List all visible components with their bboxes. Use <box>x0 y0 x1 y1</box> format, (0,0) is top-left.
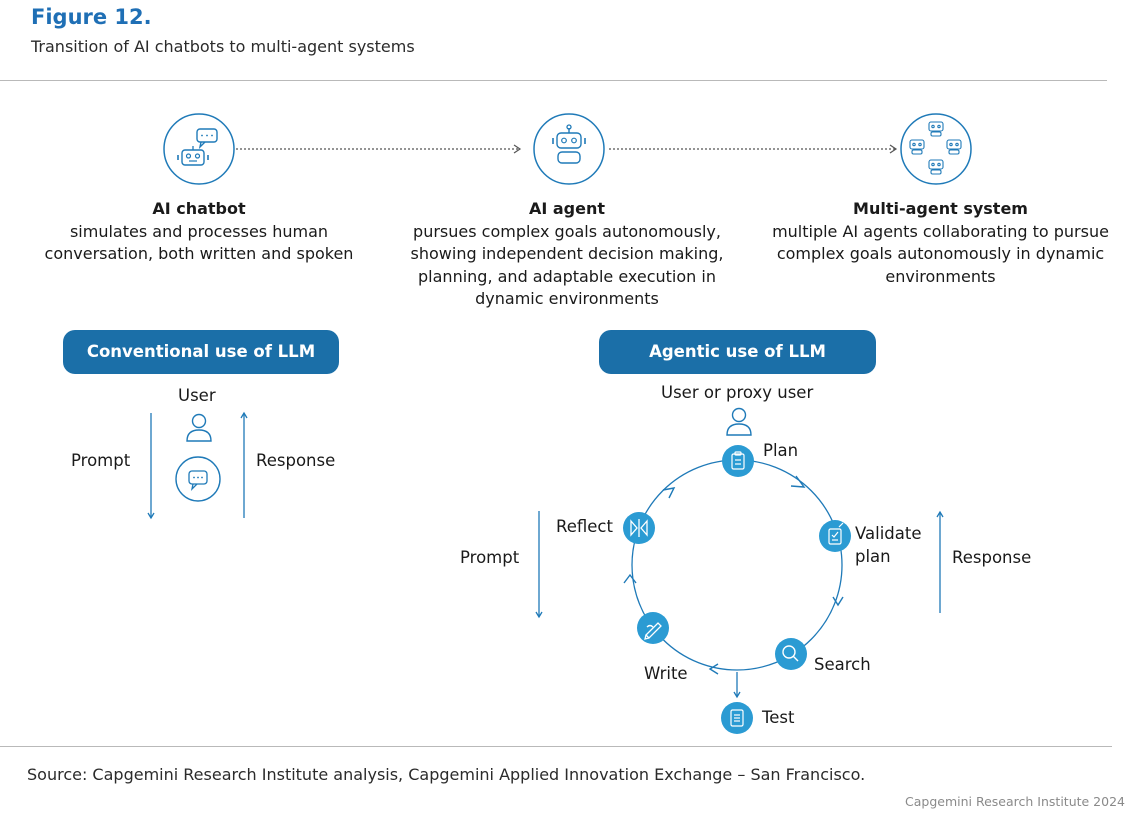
document-icon <box>730 709 744 727</box>
cycle-arrow-4 <box>623 573 637 584</box>
conventional-prompt-label: Prompt <box>71 451 131 470</box>
validate-node <box>819 520 851 552</box>
chat-bubble-icon <box>175 456 221 502</box>
search-node <box>775 638 807 670</box>
conventional-header: Conventional use of LLM <box>63 330 339 374</box>
test-node <box>721 702 753 734</box>
plan-node <box>722 445 754 477</box>
reflect-icon <box>630 519 648 537</box>
cycle-label-validate: Validate plan <box>855 524 922 566</box>
proxy-user-icon <box>726 407 752 436</box>
cycle-label-write: Write <box>644 664 688 683</box>
cycle-label-reflect: Reflect <box>556 517 613 536</box>
stage-agent-title: AI agent <box>528 199 606 218</box>
conventional-response-label: Response <box>256 451 336 470</box>
cycle-arrow-1 <box>790 475 806 488</box>
bottom-divider <box>0 746 1112 747</box>
figure-title: Figure 12. <box>31 5 152 29</box>
stage-multi-agent-title: Multi-agent system <box>853 199 1028 218</box>
stage-chatbot: AI chatbot simulates and processes human… <box>25 198 373 266</box>
user-icon <box>186 413 212 442</box>
top-divider <box>0 80 1107 81</box>
checklist-icon <box>828 522 844 545</box>
agentic-user-label: User or proxy user <box>661 383 814 402</box>
cycle-arrow-3 <box>708 663 719 675</box>
multi-robot-icon <box>900 113 972 185</box>
stage-multi-agent-desc: multiple AI agents collaborating to purs… <box>772 221 1109 286</box>
stage-chatbot-title: AI chatbot <box>152 199 246 218</box>
pen-icon <box>644 622 662 640</box>
conventional-user-label: User <box>178 386 216 405</box>
reflect-node <box>623 512 655 544</box>
write-node <box>637 612 669 644</box>
stage-agent: AI agent pursues complex goals autonomou… <box>392 198 742 311</box>
magnifier-icon <box>782 645 799 662</box>
clipboard-icon <box>731 451 745 470</box>
stage-chatbot-desc: simulates and processes human conversati… <box>44 221 354 264</box>
cycle-arrow-5 <box>662 487 676 499</box>
cycle-label-search: Search <box>814 655 871 674</box>
cycle-arrow-2 <box>832 596 844 607</box>
figure-subtitle: Transition of AI chatbots to multi-agent… <box>31 37 415 56</box>
cycle-label-plan: Plan <box>763 441 799 460</box>
credit-line: Capgemini Research Institute 2024 <box>905 794 1125 809</box>
source-note: Source: Capgemini Research Institute ana… <box>27 765 866 784</box>
stage-agent-desc: pursues complex goals autonomously, show… <box>410 221 724 309</box>
robot-icon <box>533 113 605 185</box>
cycle-label-test: Test <box>762 708 795 727</box>
stage-multi-agent: Multi-agent system multiple AI agents co… <box>768 198 1113 288</box>
agentic-response-label: Response <box>952 548 1032 567</box>
robot-chat-icon <box>163 113 235 185</box>
agentic-prompt-label: Prompt <box>460 548 520 567</box>
agentic-header: Agentic use of LLM <box>599 330 876 374</box>
